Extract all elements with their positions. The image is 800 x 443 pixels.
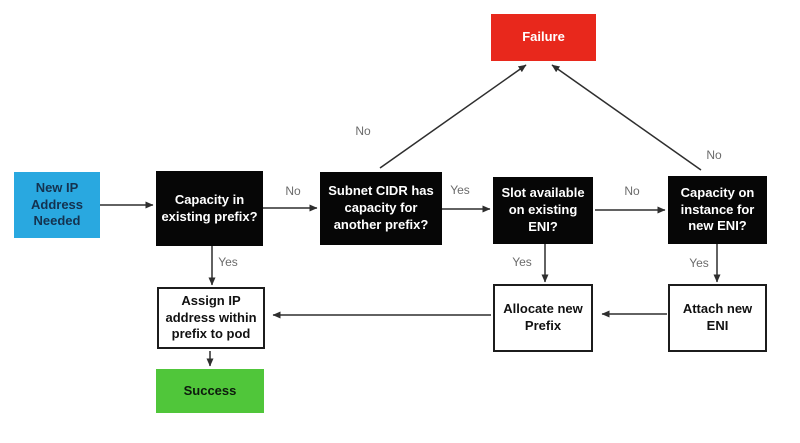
edge-label-yes-subnet-cidr: Yes — [450, 183, 470, 197]
node-new-ip-needed: New IP Address Needed — [14, 172, 100, 238]
node-assign-ip-to-pod: Assign IP address within prefix to pod — [157, 287, 265, 349]
node-capacity-for-new-eni-label: Capacity on instance for new ENI? — [680, 184, 755, 234]
edge-label-no-capacity-prefix: No — [285, 184, 301, 198]
node-attach-new-eni-label: Attach new ENI — [682, 301, 753, 333]
node-capacity-in-existing-prefix-label: Capacity in existing prefix? — [161, 191, 258, 224]
node-allocate-new-prefix-label: Allocate new Prefix — [503, 301, 583, 333]
node-success-label: Success — [183, 382, 237, 398]
node-attach-new-eni: Attach new ENI — [668, 284, 767, 352]
edge-label-yes-capacity-eni: Yes — [689, 256, 709, 270]
edge-label-no-subnet-cidr: No — [355, 124, 371, 138]
edge-label-yes-slot-eni: Yes — [512, 255, 532, 269]
node-capacity-for-new-eni: Capacity on instance for new ENI? — [668, 176, 767, 244]
node-assign-ip-to-pod-label: Assign IP address within prefix to pod — [165, 292, 257, 342]
edge-label-yes-capacity-prefix: Yes — [218, 255, 238, 269]
node-failure: Failure — [491, 14, 596, 61]
node-success: Success — [156, 369, 264, 413]
arrow-capacity-eni-no-to-failure — [551, 64, 702, 171]
edge-label-no-slot-eni: No — [624, 184, 640, 198]
arrow-subnet-cidr-no-to-failure — [379, 64, 527, 169]
node-capacity-in-existing-prefix: Capacity in existing prefix? — [156, 171, 263, 246]
node-failure-label: Failure — [522, 29, 565, 45]
node-slot-available-existing-eni: Slot available on existing ENI? — [493, 177, 593, 244]
node-subnet-cidr-capacity: Subnet CIDR has capacity for another pre… — [320, 172, 442, 245]
node-new-ip-needed-label: New IP Address Needed — [30, 179, 84, 229]
node-slot-available-existing-eni-label: Slot available on existing ENI? — [501, 185, 585, 234]
node-subnet-cidr-capacity-label: Subnet CIDR has capacity for another pre… — [328, 183, 434, 232]
edge-label-no-capacity-eni: No — [706, 148, 722, 162]
node-allocate-new-prefix: Allocate new Prefix — [493, 284, 593, 352]
